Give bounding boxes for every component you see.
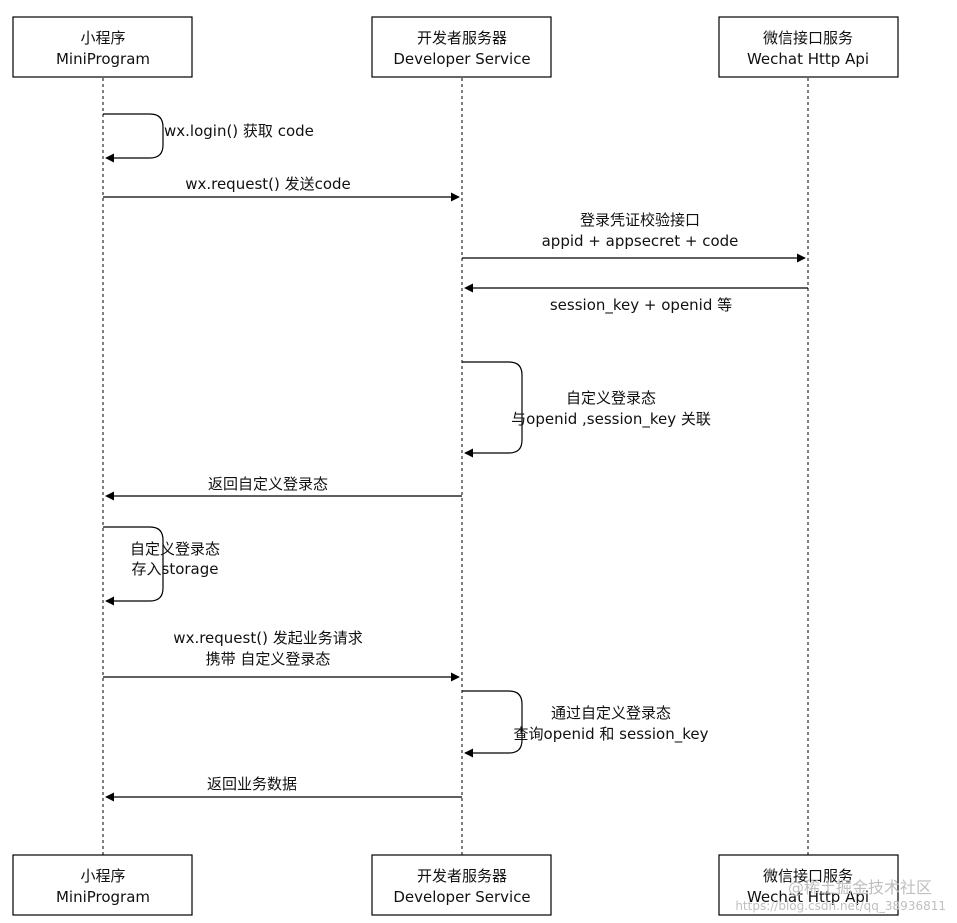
participant-developer-service-bottom: 开发者服务器 Developer Service	[371, 854, 552, 916]
message-label-line1: wx.request() 发起业务请求	[173, 629, 362, 647]
message-label: session_key + openid 等	[550, 296, 732, 315]
message-query-openid: 通过自定义登录态 查询openid 和 session_key	[462, 690, 709, 758]
participant-subname: MiniProgram	[56, 888, 150, 906]
message-label: 返回自定义登录态	[208, 475, 328, 493]
participant-name: 微信接口服务	[763, 29, 853, 47]
message-label-line1: 自定义登录态	[566, 389, 656, 407]
participant-miniprogram-top: 小程序 MiniProgram	[12, 16, 193, 78]
participant-miniprogram-bottom: 小程序 MiniProgram	[12, 854, 193, 916]
participant-name: 微信接口服务	[763, 867, 853, 885]
participant-developer-service-top: 开发者服务器 Developer Service	[371, 16, 552, 78]
participant-subname: MiniProgram	[56, 50, 150, 68]
participant-subname: Wechat Http Api	[747, 888, 869, 906]
participant-name: 小程序	[80, 29, 125, 47]
participant-subname: Wechat Http Api	[747, 50, 869, 68]
participant-wechat-api-bottom: 微信接口服务 Wechat Http Api	[718, 854, 899, 916]
message-label-line1: 通过自定义登录态	[551, 704, 671, 722]
message-send-code: wx.request() 发送code	[103, 175, 460, 202]
message-label-line1: 登录凭证校验接口	[580, 211, 700, 229]
participant-name: 开发者服务器	[417, 29, 507, 47]
message-label: 返回业务数据	[207, 775, 297, 793]
message-label-line2: 存入storage	[132, 560, 219, 578]
participant-subname: Developer Service	[393, 50, 530, 68]
message-label-line1: 自定义登录态	[130, 540, 220, 558]
message-label-line2: 与openid ,session_key 关联	[511, 410, 711, 429]
participant-name: 小程序	[80, 867, 125, 885]
watermark-url: https://blog.csdn.net/qq_38936811	[735, 899, 946, 913]
message-return-login-state: 返回自定义登录态	[105, 475, 462, 501]
message-label: wx.login() 获取 code	[164, 122, 314, 140]
message-label-line2: appid + appsecret + code	[542, 232, 739, 250]
message-wx-login: wx.login() 获取 code	[103, 113, 314, 163]
message-store-storage: 自定义登录态 存入storage	[103, 526, 220, 606]
message-custom-login-state: 自定义登录态 与openid ,session_key 关联	[462, 361, 711, 458]
watermark: @稀土掘金技术社区 https://blog.csdn.net/qq_38936…	[735, 878, 946, 913]
message-label-line2: 携带 自定义登录态	[206, 650, 331, 668]
message-business-request: wx.request() 发起业务请求 携带 自定义登录态	[103, 629, 460, 682]
message-session-key-return: session_key + openid 等	[464, 283, 808, 315]
message-label-line2: 查询openid 和 session_key	[514, 725, 709, 744]
watermark-text: @稀土掘金技术社区	[788, 878, 932, 897]
message-label: wx.request() 发送code	[185, 175, 351, 193]
message-code-verify: 登录凭证校验接口 appid + appsecret + code	[462, 211, 806, 263]
participant-subname: Developer Service	[393, 888, 530, 906]
participant-wechat-api-top: 微信接口服务 Wechat Http Api	[718, 16, 899, 78]
participant-name: 开发者服务器	[417, 867, 507, 885]
message-return-business-data: 返回业务数据	[105, 775, 462, 802]
